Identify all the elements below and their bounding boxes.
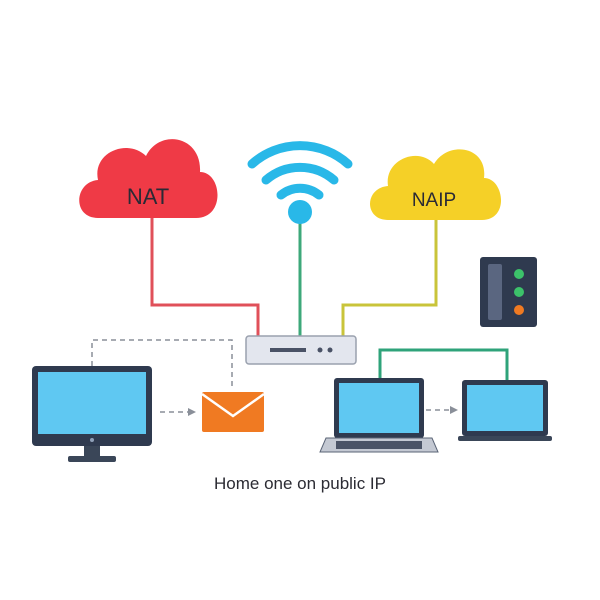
link-nat-router	[150, 218, 260, 338]
arrow-head-monitor	[450, 406, 458, 414]
desktop-screen	[38, 372, 146, 434]
wifi-arc-inner	[276, 183, 324, 200]
diagram-caption: Home one on public IP	[214, 474, 386, 493]
cloud-icon: NAIP	[370, 149, 502, 220]
router-icon	[245, 335, 357, 365]
server-slot	[488, 264, 502, 320]
desktop-stand	[84, 446, 100, 456]
laptop-screen	[339, 383, 419, 433]
monitor-screen	[467, 385, 543, 431]
wifi-arc-middle	[261, 162, 339, 185]
server-led-green	[514, 269, 524, 279]
laptop-keyboard	[336, 441, 422, 449]
server-icon	[480, 257, 537, 327]
arrow-head-envelope	[188, 408, 196, 416]
cloud-label-left: NAT	[127, 184, 169, 209]
envelope-body	[202, 392, 264, 432]
wifi-icon	[247, 141, 353, 224]
router-led	[327, 347, 333, 353]
link-router-laptops	[378, 348, 509, 380]
server-led-green	[514, 287, 524, 297]
wifi-arc-outer	[247, 141, 353, 169]
envelope-flap	[201, 392, 265, 418]
desktop-power-dot	[90, 438, 94, 442]
cloud-icon: NAT	[79, 139, 218, 218]
dashed-link-desktop-envelope	[91, 339, 233, 390]
router-led	[317, 347, 323, 353]
link-naip-router	[341, 220, 438, 338]
envelope-icon	[201, 392, 265, 432]
monitor-icon	[458, 380, 552, 441]
cloud-label-right: NAIP	[412, 190, 456, 211]
wifi-dot	[288, 200, 312, 224]
router-slot	[270, 348, 306, 352]
server-led-orange	[514, 305, 524, 315]
laptop-icon	[319, 378, 439, 453]
cloud-shape-left	[79, 139, 218, 218]
desktop-icon	[32, 366, 152, 462]
monitor-base	[458, 436, 552, 441]
cloud-shape-right	[370, 149, 502, 220]
desktop-base	[68, 456, 116, 462]
